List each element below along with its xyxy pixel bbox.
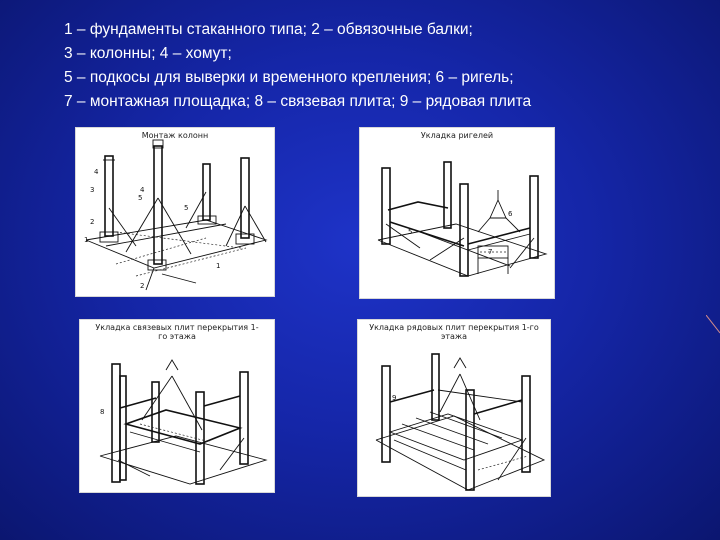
label-5: 5 <box>138 194 142 202</box>
label-5: 5 <box>408 228 412 236</box>
crossbar-laying-drawing: 5 6 7 <box>377 161 548 277</box>
legend: 1 – фундаменты стаканного типа; 2 – обвя… <box>64 18 704 114</box>
corner-stroke-decoration <box>706 315 720 334</box>
legend-line-4: 7 – монтажная площадка; 8 – связевая пли… <box>64 93 532 110</box>
diagram-ordinary-slab-laying: Укладка рядовых плит перекрытия 1-го эта… <box>358 320 550 496</box>
column-installation-drawing: 4 3 2 1 5 4 5 1 2 <box>84 139 268 291</box>
panel-caption: Монтаж колонн <box>141 131 209 140</box>
ordinary-slab-laying-drawing: 9 <box>375 353 546 491</box>
label-2: 2 <box>90 218 94 226</box>
bracing-slab-laying-drawing: 8 <box>99 359 268 485</box>
label-1: 1 <box>84 236 88 244</box>
diagram-crossbar-laying: Укладка ригелей 5 6 7 <box>360 128 554 298</box>
label-5b: 5 <box>184 204 188 212</box>
legend-line-3: 5 – подкосы для выверки и временного кре… <box>64 69 514 86</box>
label-3: 3 <box>90 186 94 194</box>
label-2b: 2 <box>140 282 144 290</box>
panel-caption: Укладка ригелей <box>420 131 494 140</box>
legend-line-1: 1 – фундаменты стаканного типа; 2 – обвя… <box>64 21 473 38</box>
label-1b: 1 <box>216 262 220 270</box>
label-6: 6 <box>508 210 513 218</box>
label-4: 4 <box>94 168 99 176</box>
diagram-column-installation: Монтаж колонн 4 3 2 1 5 4 <box>76 128 274 296</box>
panel-caption: Укладка связевых плит перекрытия 1-го эт… <box>95 323 259 341</box>
label-9: 9 <box>392 394 396 402</box>
label-4b: 4 <box>140 186 145 194</box>
legend-line-2: 3 – колонны; 4 – хомут; <box>64 45 232 62</box>
label-7: 7 <box>488 248 492 256</box>
panel-caption: Укладка рядовых плит перекрытия 1-го эта… <box>369 323 539 341</box>
diagram-bracing-slab-laying: Укладка связевых плит перекрытия 1-го эт… <box>80 320 274 492</box>
label-8: 8 <box>100 408 104 416</box>
